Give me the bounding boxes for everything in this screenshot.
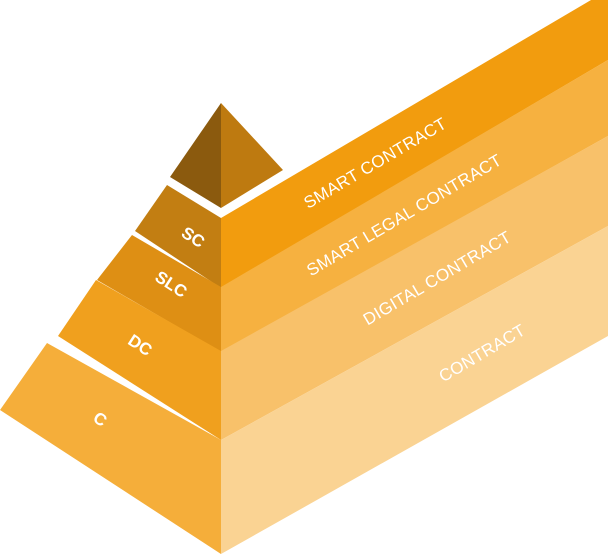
pyramid-apex xyxy=(170,103,283,208)
level-dc-left-face xyxy=(58,280,221,440)
level-c: C CONTRACT xyxy=(0,226,608,554)
apex-right-face xyxy=(221,103,283,208)
level-slc-band xyxy=(221,60,608,352)
level-sc-left-face xyxy=(135,185,221,288)
level-slc-left-face xyxy=(97,235,221,352)
level-dc-band xyxy=(221,136,608,440)
level-c-left-face xyxy=(0,343,221,554)
apex-left-face xyxy=(170,103,221,208)
level-c-band xyxy=(221,226,608,554)
level-sc-band xyxy=(221,0,608,288)
level-sc: SC SMART CONTRACT xyxy=(135,0,608,288)
